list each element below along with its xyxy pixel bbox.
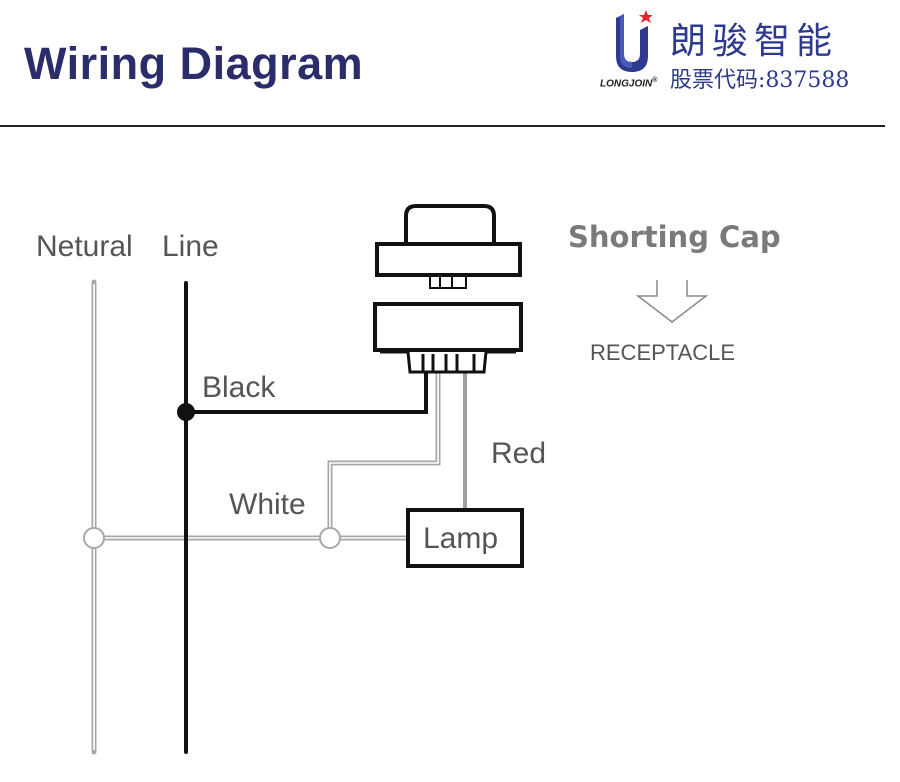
lamp-component: Lamp [406,508,524,568]
label-red: Red [491,437,546,470]
logo-wordmark: LONGJOIN® [600,77,658,90]
white-junction-node [319,527,341,549]
neutral-junction-node [83,527,105,549]
company-logo: LONGJOIN® 朗骏智能 股票代码:837588 [600,6,890,96]
longjoin-u-icon [616,10,652,72]
label-black: Black [202,371,276,404]
star-icon [639,10,652,23]
receptacle-component [373,302,523,374]
label-neutral: Netural [36,230,133,263]
down-arrow-icon [635,280,709,323]
company-chinese-name: 朗骏智能 [670,21,839,62]
black-wire [186,372,428,414]
stock-code: 股票代码:837588 [670,68,850,93]
black-junction-node [177,403,195,421]
label-shorting-cap: Shorting Cap [568,220,781,254]
label-white: White [229,488,306,521]
header-divider [0,125,885,127]
shorting-cap-component [375,204,522,289]
white-wire [327,372,441,538]
label-line: Line [162,230,219,263]
page-title: Wiring Diagram [24,38,364,89]
label-receptacle: RECEPTACLE [590,340,735,365]
lamp-label: Lamp [423,522,498,555]
